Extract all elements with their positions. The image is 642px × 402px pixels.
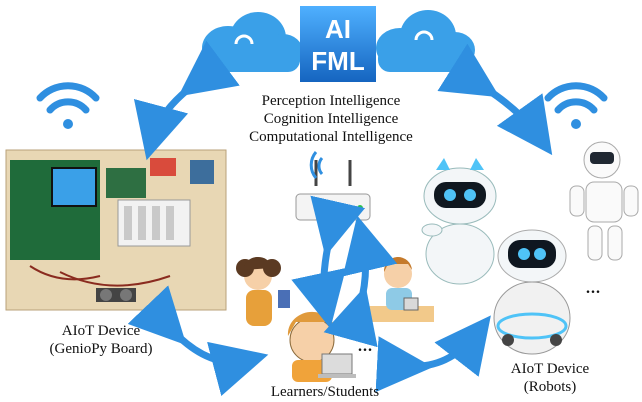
arrow-learners-to-router [323, 215, 398, 348]
perception-intelligence-label: Perception Intelligence [261, 93, 401, 109]
left-device-line1: AIoT Device [61, 323, 141, 339]
learners-caption: Learners/Students [270, 384, 380, 400]
arrow-router-to-learners [291, 195, 366, 329]
learner-with-laptop-image [287, 311, 356, 382]
cloud-icon-right [376, 10, 475, 72]
arrow-cloud-to-robots [437, 43, 553, 156]
left-device-caption: AIoT Device (GenioPy Board) [26, 322, 176, 358]
logo-line1: AI [325, 14, 351, 44]
right-device-line2: (Robots) [523, 379, 577, 395]
arrow-board-to-learners [127, 285, 269, 396]
geniopy-board-image [5, 149, 227, 311]
wifi-icon-left [36, 82, 100, 129]
arrow-cloud-to-board [133, 40, 240, 161]
left-device-line2: (GenioPy Board) [49, 341, 153, 357]
router-icon [295, 151, 371, 221]
intelligence-list: Perception Intelligence Cognition Intell… [236, 92, 426, 146]
robots-ellipsis: ... [586, 280, 601, 297]
cognition-intelligence-label: Cognition Intelligence [263, 111, 399, 127]
right-device-caption: AIoT Device (Robots) [470, 360, 630, 396]
computational-intelligence-label: Computational Intelligence [249, 129, 413, 145]
arrow-learners-to-robots [375, 315, 491, 393]
right-device-line1: AIoT Device [510, 361, 590, 377]
cloud-icon-left [202, 12, 303, 72]
ai-fml-logo: AI FML [300, 6, 376, 82]
girl-with-phone-image [236, 256, 290, 326]
learners-ellipsis: ... [358, 338, 373, 355]
palro-robot-image [569, 141, 639, 261]
kebbi-robot-image [421, 158, 497, 285]
wifi-icon-right [544, 82, 608, 129]
boy-with-tablet-image [364, 256, 434, 322]
zenbo-robot-image [493, 229, 571, 355]
logo-line2: FML [311, 46, 365, 76]
